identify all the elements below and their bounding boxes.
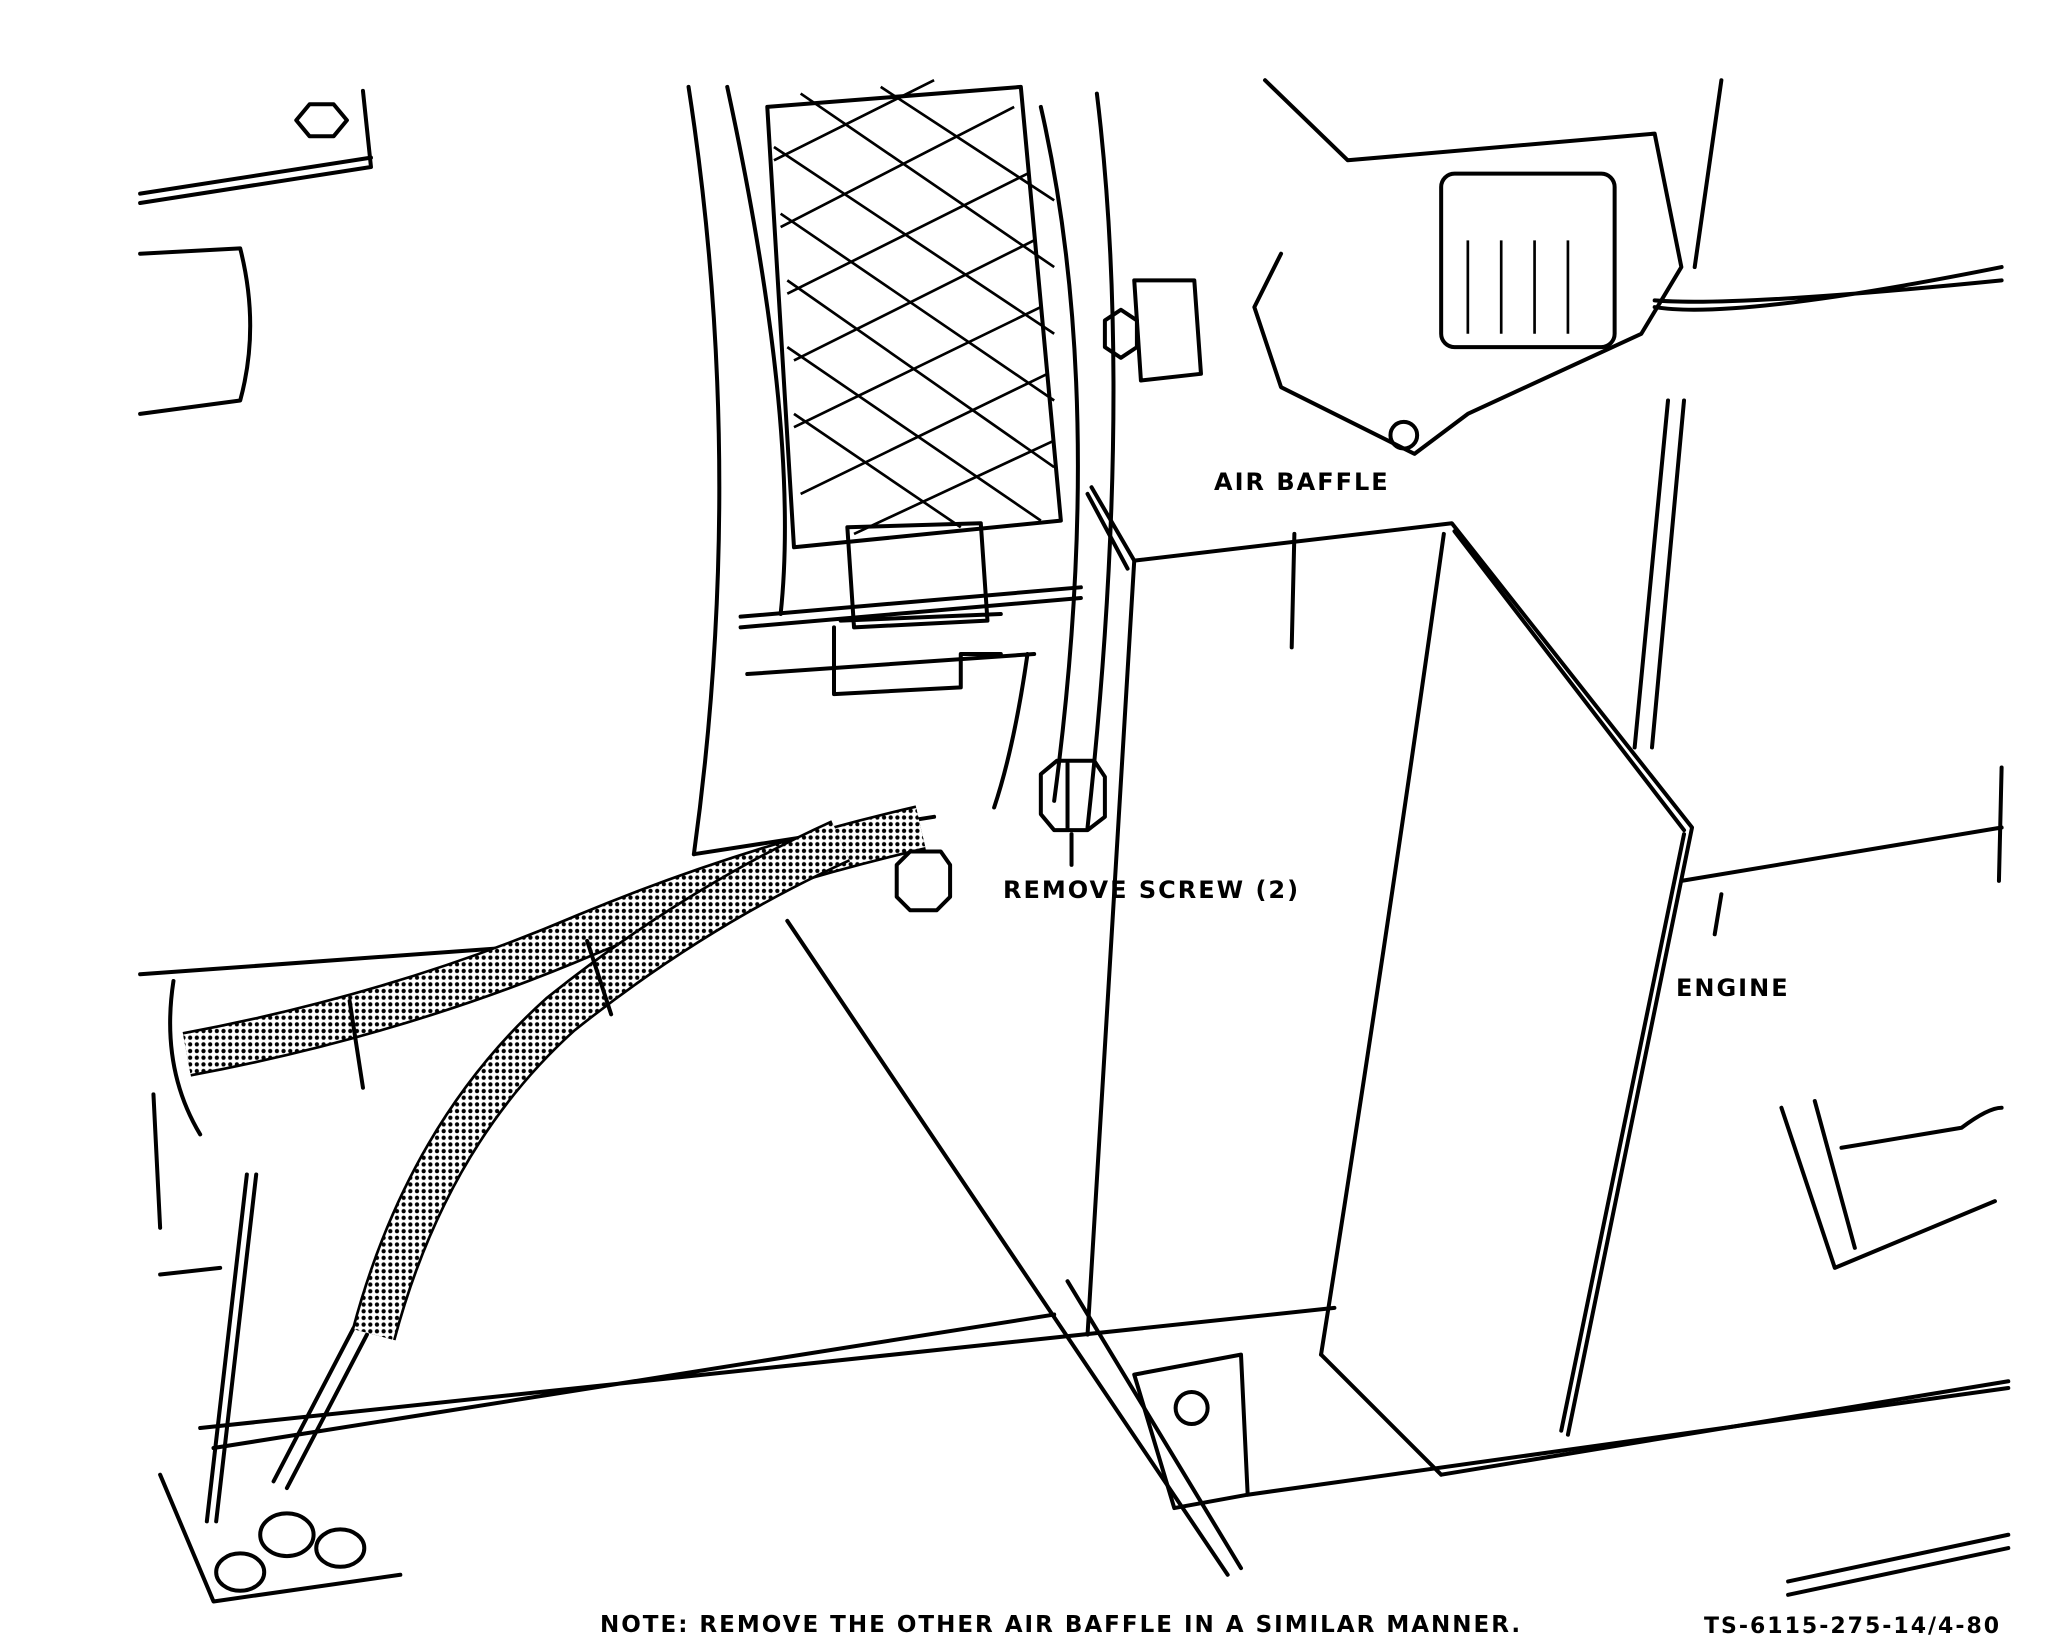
grille-mesh [773,79,1055,536]
screw-lower [894,849,953,913]
air-baffle [785,485,2011,1597]
figure-id: TS-6115-275-14/4-80 [1704,1614,2002,1639]
top-left-plate [138,88,373,416]
air-baffle-label: AIR BAFFLE [1214,468,1390,496]
engine [1632,78,2004,1270]
screw-upper [1038,758,1107,867]
remove-screw-label: REMOVE SCREW (2) [1003,876,1301,904]
engine-label: ENGINE [1676,974,1790,1002]
generator-housing [686,79,1116,857]
lower-frame [138,932,1337,1604]
note-text: NOTE: REMOVE THE OTHER AIR BAFFLE IN A S… [600,1612,1523,1638]
wiring-harness [182,805,926,1341]
electrical-connector [1102,78,2004,456]
